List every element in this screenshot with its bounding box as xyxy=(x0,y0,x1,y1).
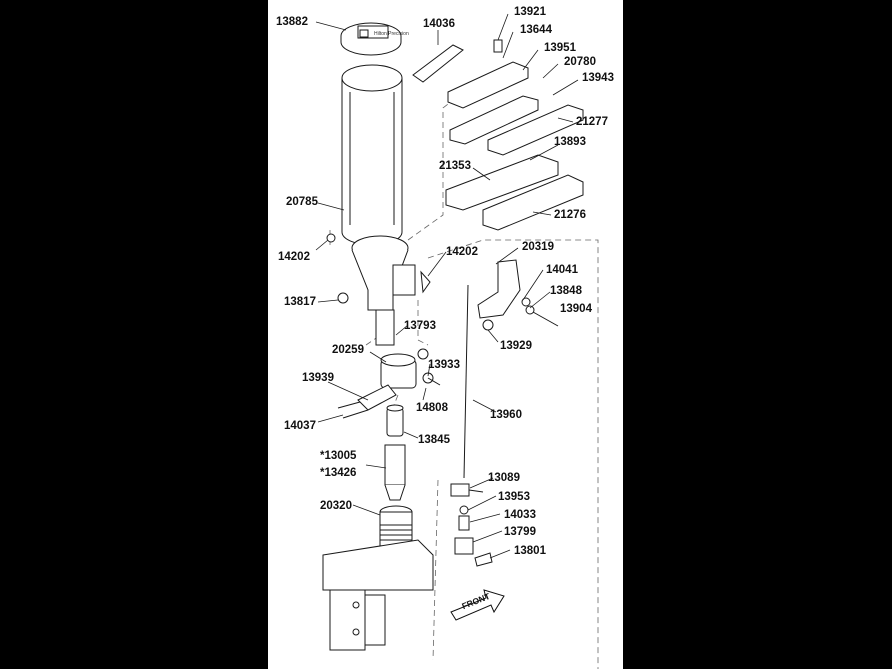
part-label-13953: 13953 xyxy=(498,491,530,503)
powder-reservoir-tube xyxy=(341,64,403,246)
part-label-13921: 13921 xyxy=(514,6,546,18)
part-label-14037: 14037 xyxy=(284,420,316,432)
part-label-14033: 14033 xyxy=(504,509,536,521)
part-label-13960: 13960 xyxy=(490,409,522,421)
metering-bar-lower xyxy=(445,154,584,231)
press-head-base xyxy=(322,539,434,651)
part-label-20320: 20320 xyxy=(320,500,352,512)
front-direction-arrow xyxy=(450,589,505,621)
linkage-rod xyxy=(463,284,469,479)
part-label-14036: 14036 xyxy=(423,18,455,30)
cap-logo-text: Hilton Precision xyxy=(374,31,409,37)
part-label-13939: 13939 xyxy=(302,372,334,384)
part-label-13801: 13801 xyxy=(514,545,546,557)
adjusting-bolt xyxy=(450,483,493,567)
drop-tube xyxy=(386,404,404,437)
metering-bar-upper xyxy=(447,39,584,156)
part-label-13817: 13817 xyxy=(284,296,316,308)
part-label-13943: 13943 xyxy=(582,72,614,84)
part-label-20780: 20780 xyxy=(564,56,596,68)
part-label-21276: 21276 xyxy=(554,209,586,221)
part-label-13005: *13005 xyxy=(320,450,357,462)
part-label-13089: 13089 xyxy=(488,472,520,484)
actuator-bracket xyxy=(477,259,559,331)
part-label-14808: 14808 xyxy=(416,402,448,414)
parts-diagram-sheet: Hilton Precision xyxy=(268,0,623,669)
part-label-14202-left: 14202 xyxy=(278,251,310,263)
part-label-13929: 13929 xyxy=(500,340,532,352)
part-label-14041: 14041 xyxy=(546,264,578,276)
powder-funnel xyxy=(384,444,406,501)
part-label-13893: 13893 xyxy=(554,136,586,148)
part-label-13845: 13845 xyxy=(418,434,450,446)
leader-lines xyxy=(315,13,579,559)
part-label-13426: *13426 xyxy=(320,467,357,479)
part-label-13904: 13904 xyxy=(560,303,592,315)
part-label-13882: 13882 xyxy=(276,16,308,28)
part-label-20319: 20319 xyxy=(522,241,554,253)
part-label-21353: 21353 xyxy=(439,160,471,172)
part-label-13848: 13848 xyxy=(550,285,582,297)
part-label-13951: 13951 xyxy=(544,42,576,54)
part-label-20785: 20785 xyxy=(286,196,318,208)
part-label-13644: 13644 xyxy=(520,24,552,36)
rotor-housing xyxy=(337,348,441,419)
part-label-13799: 13799 xyxy=(504,526,536,538)
powder-measure-cap xyxy=(340,22,402,56)
part-label-14202-right: 14202 xyxy=(446,246,478,258)
o-ring xyxy=(412,44,464,83)
part-label-21277: 21277 xyxy=(576,116,608,128)
part-label-20259: 20259 xyxy=(332,344,364,356)
part-label-13793: 13793 xyxy=(404,320,436,332)
part-label-13933: 13933 xyxy=(428,359,460,371)
exploded-view-drawing: Hilton Precision xyxy=(315,13,599,669)
hopper-body xyxy=(326,233,431,346)
